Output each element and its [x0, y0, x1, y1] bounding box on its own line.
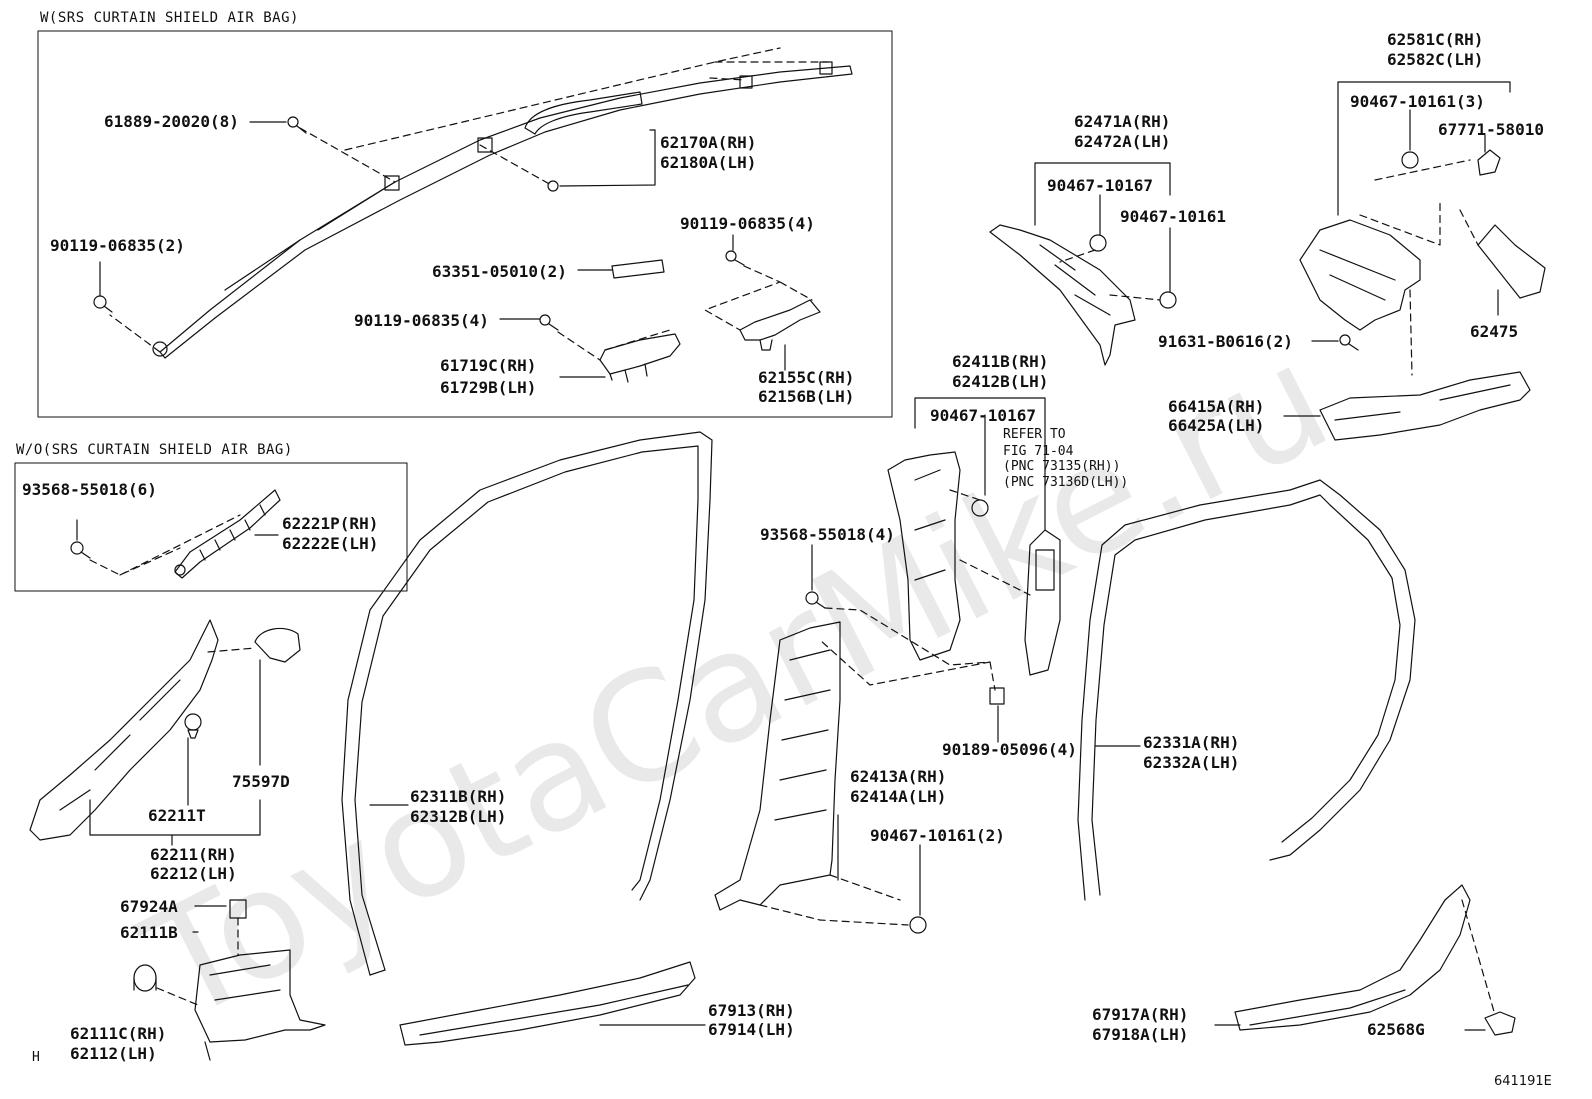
corner-mark: H [32, 1050, 40, 1065]
label-90467-c: 90467-10161(2) [870, 826, 1005, 845]
label-61889: 61889-20020(8) [104, 112, 239, 131]
clip-90467-a [971, 499, 989, 517]
clip-90467-e [1401, 151, 1419, 169]
label-62411-rh: 62411B(RH) [952, 352, 1049, 371]
clip-62568 [1484, 1011, 1516, 1036]
label-62180-lh: 62180A(LH) [660, 153, 757, 172]
bracket-62155 [739, 299, 821, 351]
label-67914-lh: 67914(LH) [708, 1020, 795, 1039]
part-67771 [1477, 149, 1501, 176]
label-62211-rh: 62211(RH) [150, 845, 237, 864]
label-90467-e: 90467-10161(3) [1350, 92, 1485, 111]
label-62475: 62475 [1470, 322, 1519, 341]
label-61719-rh: 61719C(RH) [440, 356, 537, 375]
screw-93568-a [70, 541, 91, 559]
label-62221-rh: 62221P(RH) [282, 514, 379, 533]
center-pillar-lower-garnish [714, 621, 841, 911]
label-62212-lh: 62212(LH) [150, 864, 237, 883]
rear-door-opening-weatherstrip [1077, 479, 1416, 901]
label-62568: 62568G [1367, 1020, 1425, 1039]
roof-side-rear-garnish [1299, 219, 1421, 331]
refer-line-2: FIG 71-04 [1003, 444, 1074, 459]
label-62471-rh: 62471A(RH) [1074, 112, 1171, 131]
rear-scuff-plate [1234, 884, 1471, 1031]
label-66425-lh: 66425A(LH) [1168, 416, 1265, 435]
label-67924: 67924A [120, 897, 178, 916]
clip-62211t [184, 713, 202, 739]
label-90467-b: 90467-10167 [1047, 176, 1153, 195]
label-62331-rh: 62331A(RH) [1143, 733, 1240, 752]
label-62413-rh: 62413A(RH) [850, 767, 947, 786]
label-62582-lh: 62582C(LH) [1387, 50, 1484, 69]
box-with-title: W(SRS CURTAIN SHIELD AIR BAG) [40, 10, 299, 26]
label-62211t: 62211T [148, 806, 206, 825]
screw-61889 [287, 116, 307, 134]
curtain-airbag-part [152, 61, 853, 359]
label-62111c-rh: 62111C(RH) [70, 1024, 167, 1043]
label-90467-a: 90467-10167 [930, 406, 1036, 425]
figure-code: 641191E [1494, 1074, 1552, 1089]
label-90119-c: 90119-06835(4) [354, 311, 489, 330]
screw-90119-b [725, 250, 745, 266]
refer-line-3: (PNC 73135(RH)) [1003, 459, 1121, 474]
refer-line-4: (PNC 73136D(LH)) [1003, 475, 1129, 490]
front-door-opening-weatherstrip [341, 431, 713, 976]
bracket-61719 [599, 333, 681, 383]
label-63351: 63351-05010(2) [432, 262, 567, 281]
assist-bracket-62221 [174, 489, 281, 579]
box-without-airbag [14, 462, 408, 592]
label-62112-lh: 62112(LH) [70, 1044, 157, 1063]
label-62472-lh: 62472A(LH) [1074, 132, 1171, 151]
label-62170-rh: 62170A(RH) [660, 133, 757, 152]
screw-90119-a [93, 295, 113, 313]
label-63351 [611, 259, 665, 279]
label-62311-rh: 62311B(RH) [410, 787, 507, 806]
clip-90467-d [1159, 291, 1177, 309]
screw-93568-b [805, 591, 826, 609]
a-pillar-garnish [29, 619, 219, 841]
front-scuff-plate [399, 961, 696, 1046]
label-91631: 91631-B0616(2) [1158, 332, 1293, 351]
box-without-title: W/O(SRS CURTAIN SHIELD AIR BAG) [16, 442, 293, 458]
label-62581-rh: 62581C(RH) [1387, 30, 1484, 49]
screw-91631 [1339, 334, 1359, 351]
label-93568-b: 93568-55018(4) [760, 525, 895, 544]
cap-62111b [133, 964, 157, 992]
label-62312-lh: 62312B(LH) [410, 807, 507, 826]
label-62156-lh: 62156B(LH) [758, 387, 855, 406]
label-90189: 90189-05096(4) [942, 740, 1077, 759]
panel-62475 [1477, 224, 1546, 299]
label-75597: 75597D [232, 772, 290, 791]
refer-line-1: REFER TO [1003, 427, 1066, 442]
box-with-airbag [37, 30, 893, 418]
clip-90189 [989, 687, 1005, 705]
screw-90119-c [539, 314, 559, 331]
label-66415-rh: 66415A(RH) [1168, 397, 1265, 416]
center-pillar-upper-garnish [887, 451, 961, 661]
label-62222-lh: 62222E(LH) [282, 534, 379, 553]
clip-90467-c [909, 916, 927, 934]
label-90467-d: 90467-10161 [1120, 207, 1226, 226]
roof-side-inner-garnish [989, 224, 1136, 366]
cowl-side-trim [194, 949, 326, 1043]
label-67913-rh: 67913(RH) [708, 1001, 795, 1020]
label-67771: 67771-58010 [1438, 120, 1544, 139]
label-62332-lh: 62332A(LH) [1143, 753, 1240, 772]
clip-75597 [254, 627, 301, 663]
label-62414-lh: 62414A(LH) [850, 787, 947, 806]
clip-90467-b [1089, 234, 1107, 252]
label-93568-a: 93568-55018(6) [22, 480, 157, 499]
clip-67924 [229, 899, 247, 919]
roof-side-panel-66415 [1319, 371, 1531, 441]
label-61729-lh: 61729B(LH) [440, 378, 537, 397]
label-90119-a: 90119-06835(2) [50, 236, 185, 255]
label-62155-rh: 62155C(RH) [758, 368, 855, 387]
label-67918-lh: 67918A(LH) [1092, 1025, 1189, 1044]
seat-belt-anchor-cover [1024, 479, 1061, 676]
label-90119-b: 90119-06835(4) [680, 214, 815, 233]
label-62412-lh: 62412B(LH) [952, 372, 1049, 391]
label-62111b: 62111B [120, 923, 178, 942]
label-67917-rh: 67917A(RH) [1092, 1005, 1189, 1024]
